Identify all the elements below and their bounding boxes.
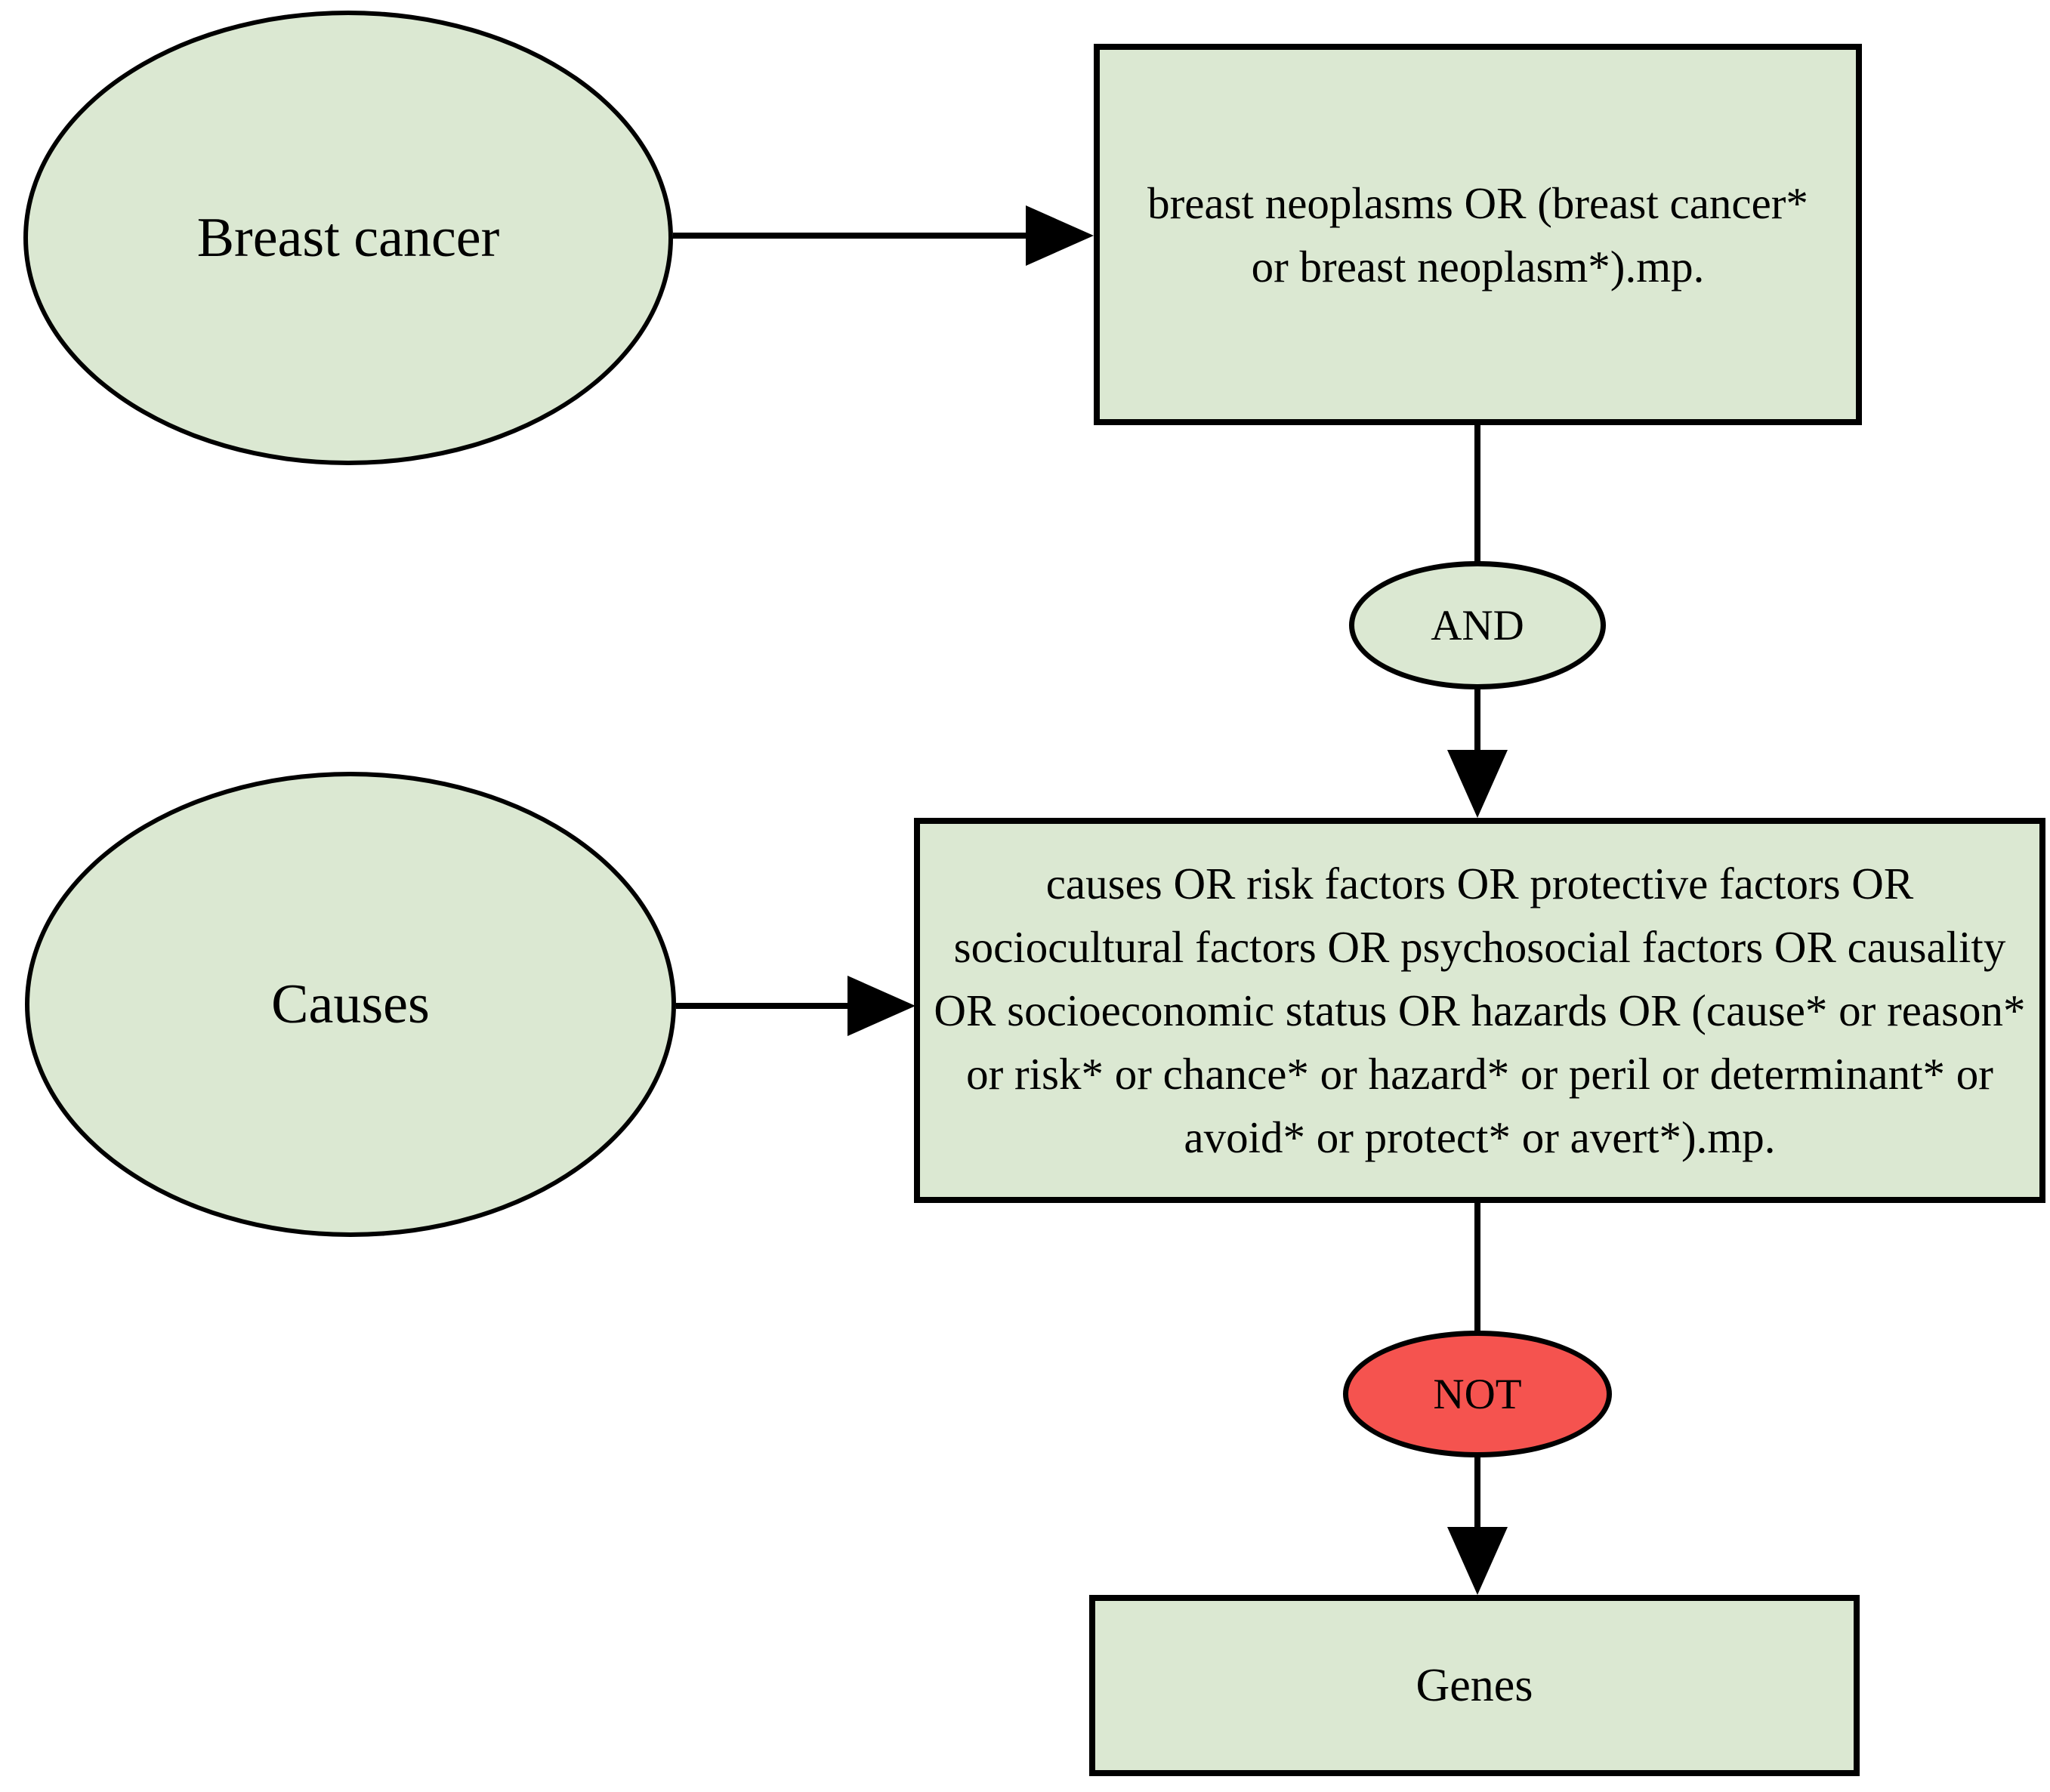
- node-genes: Genes: [1089, 1595, 1860, 1776]
- edge-query-to-and: [1474, 423, 1480, 566]
- node-causes-query-label: causes OR risk factors OR protective fac…: [934, 859, 2026, 1162]
- arrowhead-down-icon: [1447, 750, 1508, 818]
- edge-breast-cancer-to-query: [673, 233, 1026, 239]
- node-not-operator-label: NOT: [1433, 1370, 1522, 1418]
- edge-causes-to-query: [676, 1003, 851, 1009]
- node-and-operator: AND: [1349, 561, 1606, 689]
- node-genes-label: Genes: [1416, 1659, 1533, 1711]
- edge-not-to-genes: [1474, 1455, 1480, 1528]
- edge-causes-query-to-not: [1474, 1201, 1480, 1334]
- arrowhead-right-icon: [847, 976, 915, 1036]
- node-causes-query: causes OR risk factors OR protective fac…: [914, 818, 2045, 1203]
- arrowhead-right-icon: [1026, 205, 1094, 266]
- edge-and-to-causes-query: [1474, 687, 1480, 754]
- node-breast-cancer: Breast cancer: [23, 11, 673, 465]
- node-and-operator-label: AND: [1431, 601, 1524, 649]
- node-causes: Causes: [25, 772, 676, 1237]
- node-breast-query-label: breast neoplasms OR (breast cancer* or b…: [1147, 177, 1808, 291]
- arrowhead-down-icon: [1447, 1527, 1508, 1595]
- node-not-operator: NOT: [1343, 1331, 1612, 1457]
- node-breast-query: breast neoplasms OR (breast cancer* or b…: [1094, 44, 1862, 425]
- node-causes-label: Causes: [271, 973, 430, 1035]
- node-breast-cancer-label: Breast cancer: [196, 206, 500, 269]
